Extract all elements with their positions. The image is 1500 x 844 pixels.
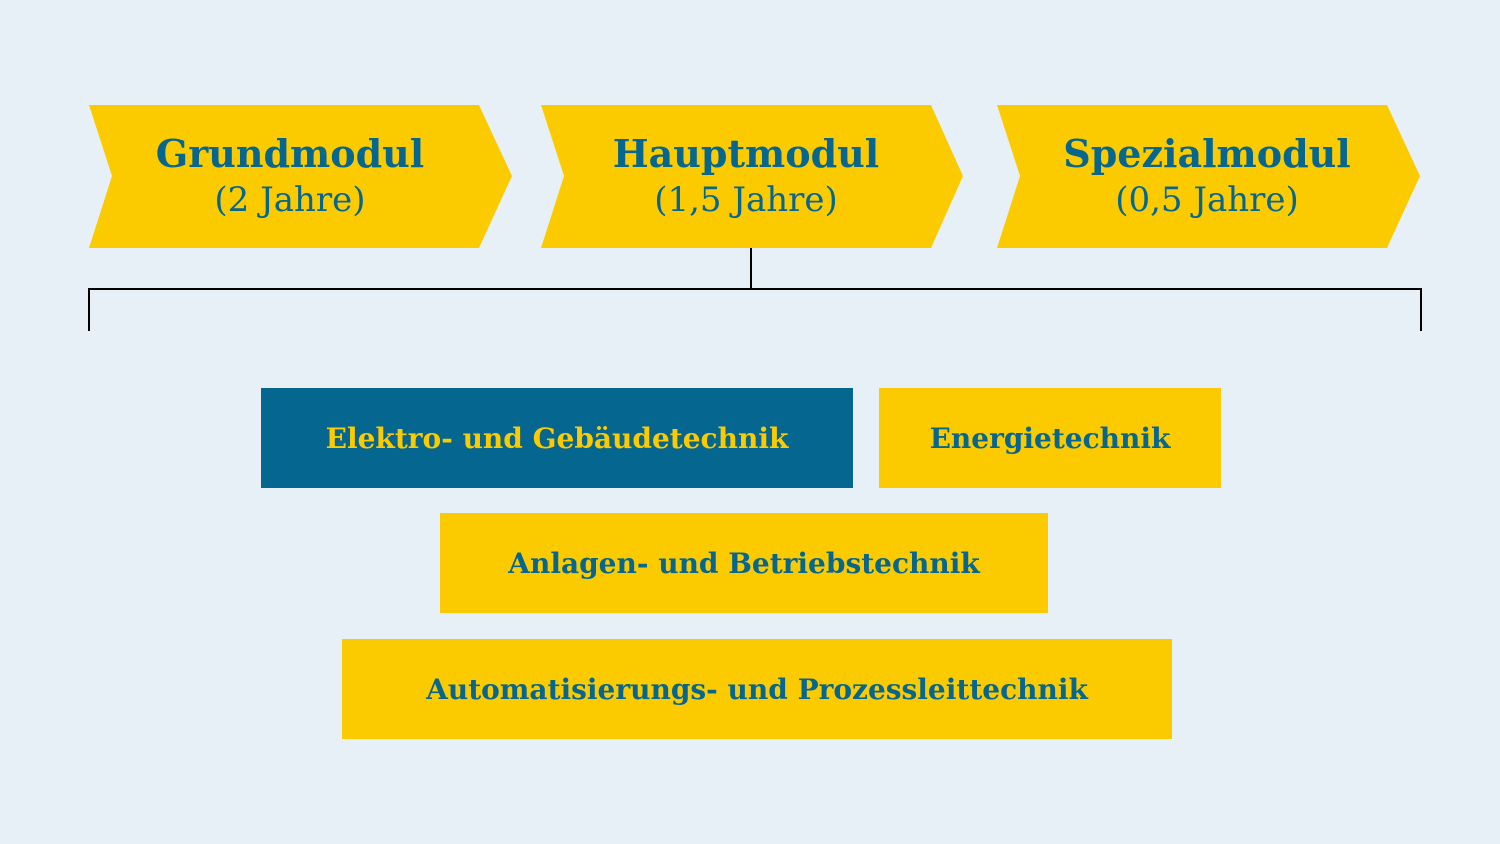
phase-title: Spezialmodul — [1063, 130, 1351, 176]
phase-title: Hauptmodul — [612, 130, 880, 176]
phase-duration: (1,5 Jahre) — [654, 179, 838, 220]
phase-grundmodul: Grundmodul (2 Jahre) — [100, 105, 480, 248]
specialization-energietechnik: Energietechnik — [879, 388, 1221, 488]
phase-title: Grundmodul — [155, 130, 425, 176]
phase-hauptmodul: Hauptmodul (1,5 Jahre) — [556, 105, 936, 248]
specialization-automatisierung-prozessleittechnik: Automatisierungs- und Prozessleittechnik — [342, 639, 1172, 739]
chevron-grundmodul — [89, 105, 512, 248]
phase-duration: (2 Jahre) — [214, 179, 366, 220]
specialization-elektro-gebaeudetechnik: Elektro- und Gebäudetechnik — [261, 388, 853, 488]
chevron-spezialmodul — [997, 105, 1420, 248]
chevron-hauptmodul — [541, 105, 963, 248]
phase-spezialmodul: Spezialmodul (0,5 Jahre) — [1012, 105, 1402, 248]
bracket-connector — [88, 248, 1422, 331]
phase-duration: (0,5 Jahre) — [1115, 179, 1299, 220]
specialization-anlagen-betriebstechnik: Anlagen- und Betriebstechnik — [440, 513, 1048, 613]
